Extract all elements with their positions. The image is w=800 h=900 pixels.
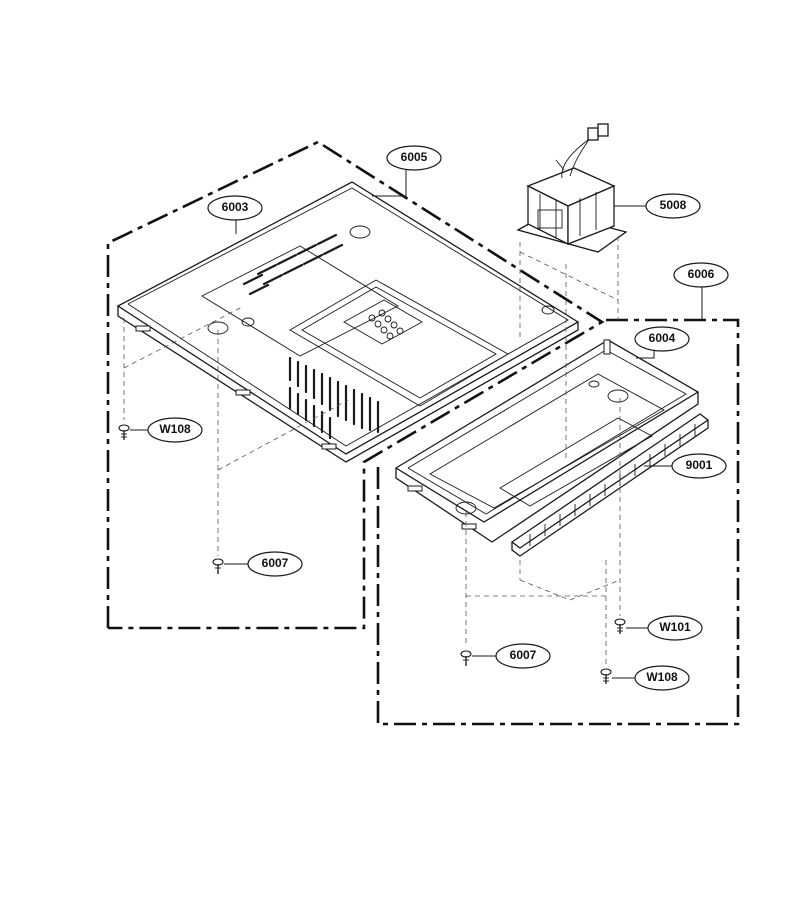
callout-w101: W101 (647, 615, 703, 641)
callout-6007-right: 6007 (495, 643, 551, 669)
callout-label: 6006 (688, 267, 715, 281)
callout-6006: 6006 (673, 262, 729, 288)
callout-label: 6007 (262, 556, 289, 570)
callout-6004: 6004 (634, 326, 690, 352)
callout-label: 9001 (686, 458, 713, 472)
screw-w101 (614, 618, 626, 634)
screw-6007-left (212, 558, 224, 574)
side-vents (288, 356, 380, 440)
strip-ribs (529, 424, 696, 546)
base-plate-6003 (116, 181, 580, 463)
callout-label: 6007 (510, 648, 537, 662)
callout-w108-right: W108 (634, 665, 690, 691)
callout-9001: 9001 (671, 453, 727, 479)
screw-w108-right (600, 668, 612, 684)
callout-label: 5008 (660, 198, 687, 212)
callout-6005: 6005 (386, 145, 442, 171)
strip-9001 (510, 413, 710, 557)
callout-label: W108 (159, 422, 191, 436)
screw-w108-left (118, 424, 130, 440)
callout-w108-left: W108 (147, 417, 203, 443)
base-plate-6004 (394, 339, 700, 543)
assembly-boundary-right (376, 318, 740, 726)
screw-6007-right (460, 650, 472, 666)
top-slots (242, 233, 344, 296)
callout-label: 6004 (649, 331, 676, 345)
center-holes (368, 309, 404, 340)
callout-5008: 5008 (645, 193, 701, 219)
assembly-boundary-left (106, 140, 605, 630)
callout-label: W101 (659, 620, 691, 634)
callout-label: 6003 (222, 200, 249, 214)
projection-lines (123, 236, 621, 668)
callout-6007-left: 6007 (247, 551, 303, 577)
callout-label: 6005 (401, 150, 428, 164)
leader-lines (130, 170, 703, 679)
callout-6003: 6003 (207, 195, 263, 221)
callout-label: W108 (646, 670, 678, 684)
transformer-5008 (516, 123, 628, 253)
